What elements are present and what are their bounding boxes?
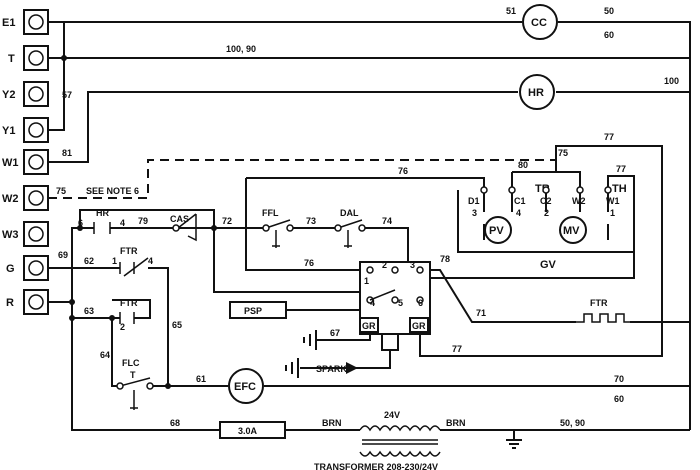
ign-contact-4: 4: [370, 298, 375, 308]
gv-4: 4: [516, 208, 521, 218]
wire-51: 51: [506, 6, 516, 16]
wire-71: 71: [476, 308, 486, 318]
gv-d1: D1: [468, 196, 480, 206]
ftr1-contact-4: 4: [148, 256, 153, 266]
terminal-label-g: G: [6, 263, 15, 275]
wire-60-top: 60: [604, 30, 614, 40]
transformer-caption: TRANSFORMER 208-230/24V: [314, 462, 438, 470]
wire-73: 73: [306, 216, 316, 226]
gv-w1: W1: [606, 196, 620, 206]
flc-t-label: T: [130, 370, 136, 380]
efc-label: EFC: [234, 381, 256, 393]
hr-contact-4: 4: [120, 218, 125, 228]
ign-contact-1: 1: [364, 276, 369, 286]
wire-77-c: 77: [452, 344, 462, 354]
wire-76-a: 76: [398, 166, 408, 176]
gv-c1: C1: [514, 196, 526, 206]
ftr1-contact-1: 1: [112, 256, 117, 266]
gv-3: 3: [472, 208, 477, 218]
wire-81: 81: [62, 148, 72, 158]
gv-c2: C2: [540, 196, 552, 206]
wire-brn-2: BRN: [446, 418, 466, 428]
terminal-label-y2: Y2: [2, 89, 15, 101]
wire-57: 57: [62, 90, 72, 100]
wire-68: 68: [170, 418, 180, 428]
terminal-label-w1: W1: [2, 157, 19, 169]
pv-valve: [484, 216, 512, 244]
wire-75-b: 75: [558, 148, 568, 158]
flc-label: FLC: [122, 358, 140, 368]
ign-contact-5: 5: [398, 298, 403, 308]
gv-1: 1: [610, 208, 615, 218]
ftr2-label: FTR: [120, 298, 138, 308]
terminal-label-y1: Y1: [2, 125, 15, 137]
wire-63: 63: [84, 306, 94, 316]
ign-contact-3: 3: [410, 260, 415, 270]
terminal-label-r: R: [6, 297, 14, 309]
see-note-label: SEE NOTE 6: [86, 186, 139, 196]
wire-75-a: 75: [56, 186, 66, 196]
gv-w2: W2: [572, 196, 586, 206]
psp-switch: [229, 301, 287, 319]
mv-valve: [559, 216, 587, 244]
wire-62: 62: [84, 256, 94, 266]
terminal-label-w2: W2: [2, 193, 19, 205]
wire-61: 61: [196, 374, 206, 384]
gv-2: 2: [544, 208, 549, 218]
wire-69: 69: [58, 250, 68, 260]
ffl-label: FFL: [262, 208, 279, 218]
ign-contact-6: 6: [418, 298, 423, 308]
dal-label: DAL: [340, 208, 359, 218]
cc-contactor-coil: [522, 4, 558, 40]
terminal-label-e1: E1: [2, 17, 15, 29]
wire-78: 78: [440, 254, 450, 264]
wire-79: 79: [138, 216, 148, 226]
cc-label: CC: [531, 17, 547, 29]
wire-72: 72: [222, 216, 232, 226]
pv-label: PV: [489, 225, 504, 237]
hr-relay-coil: [519, 74, 555, 110]
wire-67: 67: [330, 328, 340, 338]
transformer: [359, 425, 441, 457]
wire-brn-1: BRN: [322, 418, 342, 428]
terminal-block: [23, 9, 49, 315]
wire-76-b: 76: [304, 258, 314, 268]
wire-80: 80: [518, 160, 528, 170]
transformer-volts: 24V: [384, 410, 400, 420]
wire-100-90: 100, 90: [226, 44, 256, 54]
ftr1-label: FTR: [120, 246, 138, 256]
wire-60-b: 60: [614, 394, 624, 404]
wire-77-b: 77: [616, 164, 626, 174]
ign-contact-2: 2: [382, 260, 387, 270]
gr2-label: GR: [412, 321, 426, 331]
terminal-label-w3: W3: [2, 229, 19, 241]
mv-label: MV: [563, 225, 580, 237]
cas-label: CAS: [170, 214, 189, 224]
ftr2-contact-2: 2: [120, 322, 125, 332]
hr-contact-label: HR: [96, 208, 109, 218]
wire-74: 74: [382, 216, 392, 226]
wire-100: 100: [664, 76, 679, 86]
ftr-heater-label: FTR: [590, 298, 608, 308]
wire-6: 6: [78, 218, 83, 228]
gv-label: GV: [540, 259, 557, 271]
wire-50-90: 50, 90: [560, 418, 585, 428]
wires: [48, 21, 691, 431]
wire-65: 65: [172, 320, 182, 330]
gr1-label: GR: [362, 321, 376, 331]
terminal-label-t: T: [8, 53, 15, 65]
fuse: [219, 421, 286, 439]
fuse-label: 3.0A: [238, 426, 258, 436]
wire-70: 70: [614, 374, 624, 384]
wire-77-a: 77: [604, 132, 614, 142]
th-label: TH: [612, 183, 627, 195]
psp-label: PSP: [244, 306, 262, 316]
wire-64: 64: [100, 350, 110, 360]
efc-fan-motor: [228, 368, 264, 404]
wire-50: 50: [604, 6, 614, 16]
hr-label: HR: [528, 87, 544, 99]
spark-label: SPARK: [316, 364, 347, 374]
